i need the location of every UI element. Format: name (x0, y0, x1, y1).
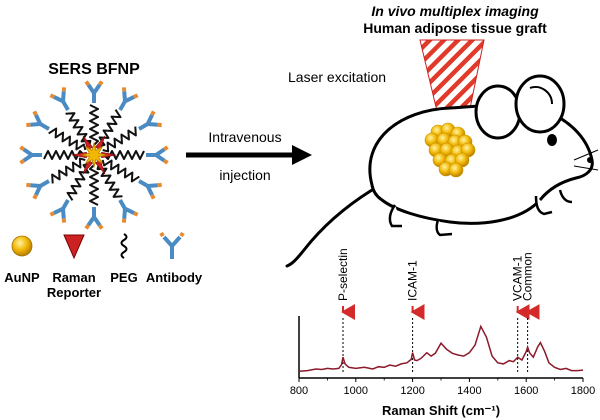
mouse-illustration (285, 74, 599, 268)
sers-bfnp-nanoparticle (19, 80, 169, 230)
peg-chain (102, 126, 137, 153)
x-ticks: 800 1000 1200 1400 1600 1800 (290, 378, 595, 397)
arrow-label-line2: injection (219, 167, 270, 183)
raman-spectrum-chart: 800 1000 1200 1400 1600 1800 P-selectin ICAM-1… (290, 248, 595, 418)
x-tick-label: 800 (290, 385, 308, 397)
adipose-tissue-graft (424, 122, 476, 178)
spectrum-line (298, 324, 584, 372)
squiggle-icon (120, 233, 128, 259)
peg-chain (103, 150, 145, 160)
peg-chain (89, 164, 99, 206)
antibody (84, 80, 104, 103)
gold-core (80, 141, 108, 169)
x-tick-label: 1400 (457, 385, 481, 397)
legend-label-antibody: Antibody (146, 270, 203, 285)
peg-chain (51, 157, 86, 184)
peg-chain (98, 109, 122, 148)
peg-chain (48, 127, 87, 151)
antibody (118, 87, 139, 111)
x-tick-label: 1600 (514, 385, 538, 397)
antibody (19, 145, 42, 165)
peg-chain (66, 162, 90, 201)
red-triangle-icon (63, 234, 85, 260)
antibody (26, 110, 50, 131)
legend: AuNP Raman Reporter PEG Antibody (4, 231, 203, 300)
legend-label-raman: Raman (52, 270, 95, 285)
peg-chain (43, 150, 85, 160)
peg-chain (96, 163, 123, 198)
antibody (138, 110, 162, 131)
antibody (49, 87, 70, 111)
adipocyte (448, 162, 464, 178)
legend-label-reporter: Reporter (47, 285, 101, 300)
marker-label: P-selectin (336, 248, 350, 301)
antibody (118, 199, 139, 223)
antibody (26, 179, 50, 200)
injection-arrow (186, 145, 312, 165)
x-tick-label: 1000 (344, 385, 368, 397)
marker-label: Common (521, 252, 535, 301)
legend-label-aunp: AuNP (4, 270, 40, 285)
x-tick-label: 1800 (571, 385, 595, 397)
y-antibody-icon (159, 231, 185, 259)
raman-reporter (82, 159, 94, 175)
marker-label: VCAM-1 (511, 255, 525, 301)
marker-label: ICAM-1 (406, 260, 420, 301)
x-axis-label: Raman Shift (cm⁻¹) (382, 403, 500, 418)
header-subtitle: Human adipose tissue graft (363, 20, 547, 36)
legend-label-peg: PEG (110, 270, 137, 285)
arrow-label-line1: Intravenous (208, 129, 281, 145)
peg-chain (89, 104, 99, 146)
peg-chain (101, 159, 140, 183)
header-title: In vivo multiplex imaging (371, 3, 539, 19)
peg-chain (65, 112, 92, 147)
antibody (49, 199, 70, 223)
raman-reporter (94, 135, 106, 151)
gold-sphere-icon (11, 235, 33, 257)
raman-reporter (82, 135, 94, 151)
antibody (138, 179, 162, 200)
laser-label: Laser excitation (288, 69, 386, 85)
nanoparticle-title: SERS BFNP (48, 61, 140, 78)
x-tick-label: 1200 (400, 385, 424, 397)
antibody (146, 145, 169, 165)
raman-reporter (94, 159, 106, 175)
antibody (84, 207, 104, 230)
